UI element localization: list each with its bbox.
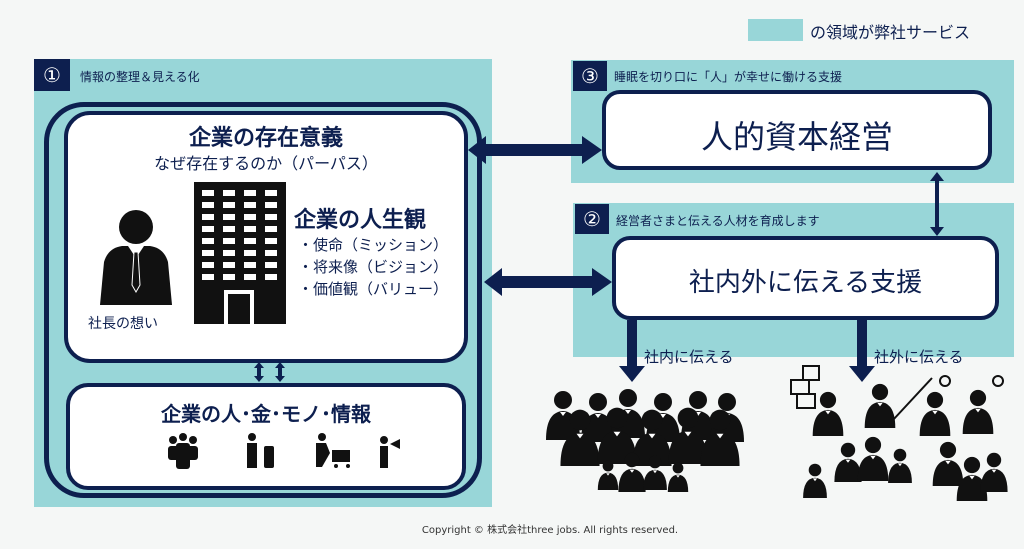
panel3-title: 睡眠を切り口に「人」が幸せに働ける支援 bbox=[614, 70, 843, 84]
person-icon bbox=[681, 391, 715, 440]
external-label: 社外に伝える bbox=[874, 348, 964, 366]
strap-icon bbox=[939, 375, 951, 387]
person-icon bbox=[956, 456, 988, 501]
human-capital-label: 人的資本経営 bbox=[700, 118, 893, 156]
legend-swatch bbox=[748, 19, 803, 41]
purpose-subtitle: なぜ存在するのか（パーパス） bbox=[154, 154, 378, 173]
person-icon bbox=[668, 407, 708, 464]
person-icon bbox=[632, 409, 672, 466]
person-icon bbox=[980, 452, 1008, 492]
person-icon bbox=[812, 391, 844, 436]
person-icon bbox=[888, 448, 912, 483]
person-icon bbox=[667, 462, 689, 492]
copyright: Copyright © 株式会社three jobs. All rights r… bbox=[421, 525, 679, 536]
boxes-icon bbox=[790, 365, 820, 409]
person-icon bbox=[611, 389, 645, 438]
resources-title: 企業の人･金･モノ･情報 bbox=[161, 402, 371, 426]
person-icon bbox=[618, 452, 646, 492]
human-capital-box bbox=[602, 90, 992, 170]
communication-support-label: 社内外に伝える支援 bbox=[688, 268, 923, 298]
resources-box bbox=[66, 383, 466, 490]
person-icon bbox=[962, 389, 994, 434]
communication-support-box bbox=[612, 236, 999, 320]
purpose-title: 企業の存在意義 bbox=[188, 126, 343, 151]
person-icon bbox=[546, 391, 580, 440]
outlook-item-vision: ・将来像（ビジョン） bbox=[298, 258, 449, 276]
panel1-number: ① bbox=[34, 59, 70, 91]
person-icon bbox=[700, 409, 740, 466]
internal-label: 社内に伝える bbox=[644, 348, 734, 366]
outlook-item-values: ・価値観（バリュー） bbox=[298, 280, 449, 298]
person-icon bbox=[581, 393, 615, 442]
panel1-outer-frame bbox=[44, 102, 482, 498]
legend-text: の領域が弊社サービス bbox=[810, 23, 971, 42]
person-icon bbox=[643, 455, 667, 490]
person-icon bbox=[834, 442, 862, 482]
outlook-title: 企業の人生観 bbox=[294, 208, 427, 233]
person-icon bbox=[803, 463, 827, 498]
fishing-rod-icon bbox=[892, 377, 933, 421]
person-icon bbox=[710, 393, 744, 442]
panel2-number: ② bbox=[575, 204, 609, 234]
person-icon bbox=[932, 441, 964, 486]
panel2-title: 経営者さまと伝える人材を育成します bbox=[616, 214, 820, 228]
person-icon bbox=[857, 436, 889, 481]
person-icon bbox=[597, 460, 619, 490]
person-icon bbox=[560, 409, 600, 466]
person-icon bbox=[597, 407, 637, 464]
outlook-item-mission: ・使命（ミッション） bbox=[298, 236, 449, 254]
president-label: 社長の想い bbox=[88, 316, 158, 332]
panel3-number: ③ bbox=[573, 61, 607, 91]
panel1-title: 情報の整理＆見える化 bbox=[80, 70, 200, 84]
person-icon bbox=[646, 393, 680, 442]
person-icon bbox=[919, 391, 951, 436]
person-icon bbox=[864, 383, 896, 428]
